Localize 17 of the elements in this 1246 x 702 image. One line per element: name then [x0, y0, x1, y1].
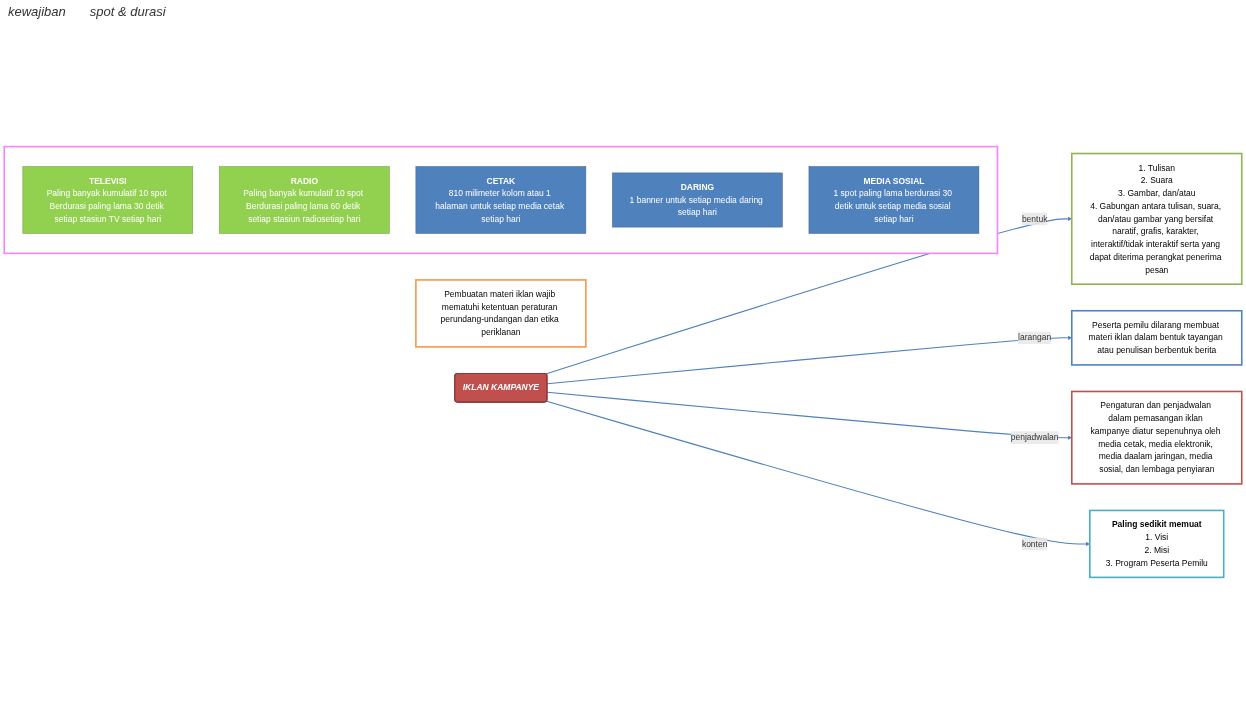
edge-label: konten: [1021, 539, 1048, 549]
note-text: kewajiban: [8, 4, 66, 19]
node-box: CETAK 810 milimeter kolom atau 1 halaman untuk setiap media cetak setiap hari: [415, 166, 587, 234]
node-box: Paling sedikit memuat 1. Visi 2. Misi 3. Program Peserta Pemilu: [1089, 509, 1225, 579]
note-text: spot & durasi: [89, 4, 166, 19]
cluster: [3, 145, 999, 255]
node-box: Peserta pemilu dilarang membuat materi iklan dalam bentuk tayangan atau penulisan berbentuk berita: [1071, 309, 1243, 366]
node-box: TELEVISI Paling banyak kumulatif 10 spot Berdurasi paling lama 30 detik setiap stasiun TV setiap hari: [22, 166, 194, 234]
edge-label: larangan: [1018, 333, 1052, 343]
node-box: DARING 1 banner untuk setiap media daring setiap hari: [612, 172, 783, 228]
node-box: 1. Tulisan 2. Suara 3. Gambar, dan/atau 4. Gabungan antara tulisan, suara, dan/atau gambar yang bersifat naratif, grafis, karakter, interaktif/tidak interaktif serta yang dapat diterima perangkat penerima pesan: [1071, 152, 1243, 285]
node-box: MEDIA SOSIAL 1 spot paling lama berdurasi 30 detik untuk setiap media sosial setiap hari: [808, 166, 980, 234]
edge-label: penjadwalan: [1010, 432, 1059, 442]
node-box: Pengaturan dan penjadwalan dalam pemasangan iklan kampanye diatur sepenuhnya oleh media cetak, media elektronik, media daalam jaringan, media sosial, dan lembaga penyiaran: [1071, 390, 1243, 485]
node-box: Pembuatan materi iklan wajib mematuhi ketentuan peraturan perundang-undangan dan etika periklanan: [415, 279, 587, 348]
edge-label: bentuk: [1021, 214, 1048, 224]
node-box: RADIO Paling banyak kumulatif 10 spot Berdurasi paling lama 60 detik setiap stasiun radiosetiap hari: [219, 166, 390, 234]
